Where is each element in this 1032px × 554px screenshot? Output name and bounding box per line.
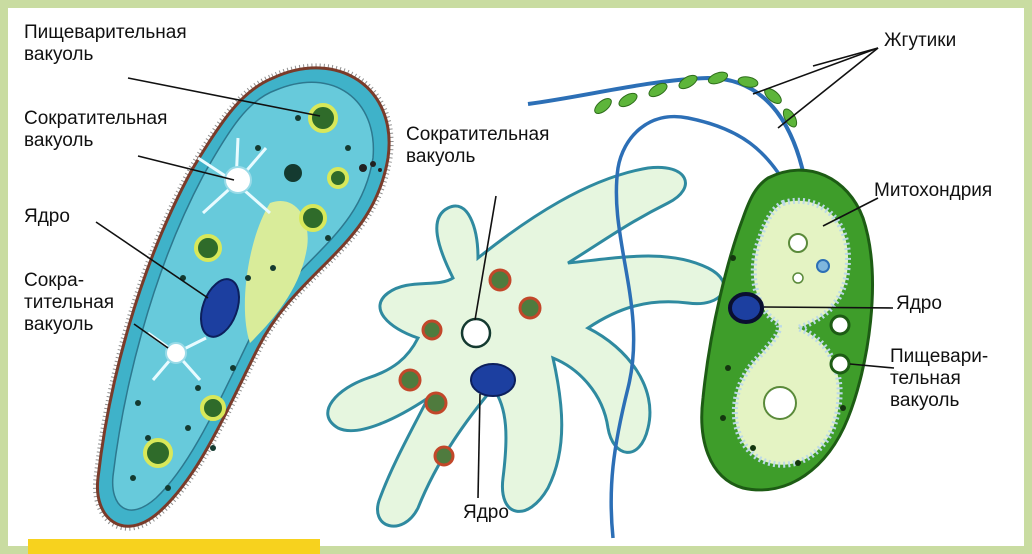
label-paramecium-contractile-vacuole-bottom: Сокра- тительная вакуоль: [24, 270, 114, 336]
label-amoeba-contractile-vacuole: Сократительная вакуоль: [406, 124, 549, 168]
label-paramecium-food-vacuole: Пищеварительная вакуоль: [24, 22, 187, 66]
flagellate-nucleus-shape: [730, 294, 762, 322]
amoeba-nucleus-shape: [471, 364, 515, 396]
label-amoeba-nucleus: Ядро: [463, 502, 509, 524]
label-flagellate-food-vacuole: Пищевари- тельная вакуоль: [890, 346, 988, 412]
label-paramecium-nucleus: Ядро: [24, 206, 70, 228]
organisms-illustration: [8, 8, 1024, 546]
label-paramecium-contractile-vacuole-top: Сократительная вакуоль: [24, 108, 167, 152]
label-flagellate-flagella: Жгутики: [884, 30, 956, 52]
amoeba-contractile-vacuole-shape: [462, 319, 490, 347]
label-flagellate-mitochondrion: Митохондрия: [874, 180, 992, 202]
accent-bar: [28, 539, 320, 554]
amoeba-body: [328, 167, 724, 526]
diagram-canvas: Пищеварительная вакуоль Сократительная в…: [8, 8, 1024, 546]
label-flagellate-nucleus: Ядро: [896, 293, 942, 315]
amoeba: [328, 167, 724, 526]
